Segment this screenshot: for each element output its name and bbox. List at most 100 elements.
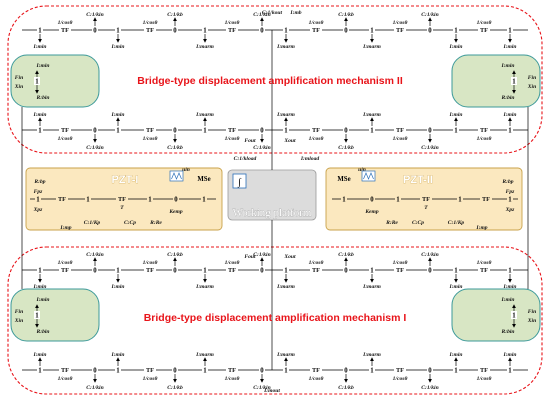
tf-ratio: 1/cosθ: [143, 260, 158, 266]
pzt1-mass: I:mp: [59, 225, 71, 231]
tf-label: TF: [146, 267, 154, 274]
tf-ratio: 1/cosθ: [309, 376, 324, 382]
junction-box: [35, 195, 41, 203]
inertia-label: I:marm: [362, 44, 381, 50]
tf-label: TF: [480, 267, 488, 274]
junction-box: [92, 26, 98, 34]
tf-label: TF: [480, 367, 488, 374]
junction-label: 1: [38, 367, 42, 374]
tf-ratio: 1/cosθ: [143, 376, 158, 382]
integrator-box: [232, 173, 247, 189]
pzt2-uin: uin: [358, 167, 366, 173]
capacitor-label: C:1/kin: [253, 12, 270, 18]
inertia-label: I:marm: [195, 112, 214, 118]
tf-ratio: 1/cosθ: [309, 260, 324, 266]
junction-label: 1: [508, 196, 512, 203]
tf-ratio: 1/cosθ: [393, 260, 408, 266]
junction-label: 1: [86, 196, 90, 203]
junction-box: [259, 266, 265, 274]
tf-ratio: 1/cosθ: [58, 260, 73, 266]
tf-box: [144, 366, 156, 374]
tf-ratio: 1/cosθ: [477, 376, 492, 382]
capacitor-label: C:1/kin: [253, 385, 270, 391]
right-top-force-label: Fin: [528, 75, 536, 81]
junction-label: 0: [93, 27, 97, 34]
junction-label: 0: [344, 267, 348, 274]
tf-ratio: 1/cosθ: [477, 20, 492, 26]
left-top-mass-label: I:min: [35, 63, 49, 69]
junction-box: [507, 366, 513, 374]
tf-box: [59, 26, 71, 34]
junction-box: [427, 366, 433, 374]
left-block-top: [10, 54, 100, 108]
pzt2-capacitor-k: C:1/Kp: [448, 220, 465, 226]
capacitor-label: C:1/kb: [338, 145, 354, 151]
center-load-mass: I:mload: [300, 156, 320, 162]
junction-label: 1: [508, 367, 512, 374]
platform-label: Working platform: [233, 207, 312, 219]
tf-label: TF: [146, 27, 154, 34]
junction-label: 1: [116, 367, 120, 374]
junction-label: 0: [260, 267, 264, 274]
pzt2-kemp: Kemp: [364, 209, 379, 215]
right-bottom-disp-label: Xin: [527, 318, 536, 324]
tf-ratio: 1/cosθ: [225, 20, 240, 26]
center-force-out: Fout: [244, 138, 256, 144]
tf-box: [144, 126, 156, 134]
tf-box: [226, 366, 238, 374]
tf-label: TF: [312, 367, 320, 374]
pzt1-damper: R:bp: [33, 179, 45, 185]
junction-label: 1: [202, 196, 206, 203]
left-bottom-damper-label: R:bin: [35, 329, 49, 335]
junction-label: 1: [512, 313, 516, 320]
tf-label: TF: [228, 367, 236, 374]
capacitor-label: C:1/kin: [86, 145, 103, 151]
left-bottom-force-label: Fin: [15, 309, 23, 315]
center-top-capacitor: C:1/kout: [262, 10, 283, 16]
integrator-symbol: ∫: [237, 177, 242, 188]
inertia-label: I:min: [448, 352, 462, 358]
left-bottom-mass-label: I:min: [35, 297, 49, 303]
tf-label: TF: [61, 127, 69, 134]
tf-ratio: 1/cosθ: [477, 136, 492, 142]
junction-box: [343, 366, 349, 374]
left-top-damper-label: R:bin: [35, 95, 49, 101]
junction-label: 1: [284, 127, 288, 134]
tf-ratio: 1/cosθ: [143, 136, 158, 142]
junction-box: [343, 26, 349, 34]
junction-label: 0: [93, 127, 97, 134]
junction-box: [37, 26, 43, 34]
junction-box: [201, 195, 207, 203]
junction-box: [369, 266, 375, 274]
junction-box: [172, 26, 178, 34]
pzt2-mse: MSe: [337, 176, 350, 183]
junction-box: [507, 266, 513, 274]
tf-box: [394, 26, 406, 34]
junction-box: [115, 266, 121, 274]
tf-label: TF: [118, 196, 126, 203]
pzt1-capacitor-k: C:1/Kp: [84, 220, 101, 226]
inertia-label: I:min: [502, 112, 516, 118]
tf-label: TF: [396, 127, 404, 134]
junction-box: [92, 126, 98, 134]
capacitor-label: C:1/kin: [86, 12, 103, 18]
tf-box: [226, 26, 238, 34]
tf-ratio: 1/cosθ: [225, 260, 240, 266]
junction-box: [172, 366, 178, 374]
junction-box: [37, 366, 43, 374]
pzt1-disp: Xpz: [33, 207, 44, 213]
junction-box: [343, 126, 349, 134]
tf-box: [59, 366, 71, 374]
junction-label: 1: [508, 267, 512, 274]
inertia-label: I:min: [502, 352, 516, 358]
junction-box: [511, 311, 517, 319]
junction-label: 0: [260, 27, 264, 34]
capacitor-label: C:1/kb: [338, 12, 354, 18]
tf-ratio: 1/cosθ: [225, 376, 240, 382]
tf-box: [116, 195, 128, 203]
junction-label: 1: [370, 367, 374, 374]
junction-label: 0: [260, 367, 264, 374]
tf-ratio: 1/cosθ: [225, 136, 240, 142]
junction-box: [341, 195, 347, 203]
